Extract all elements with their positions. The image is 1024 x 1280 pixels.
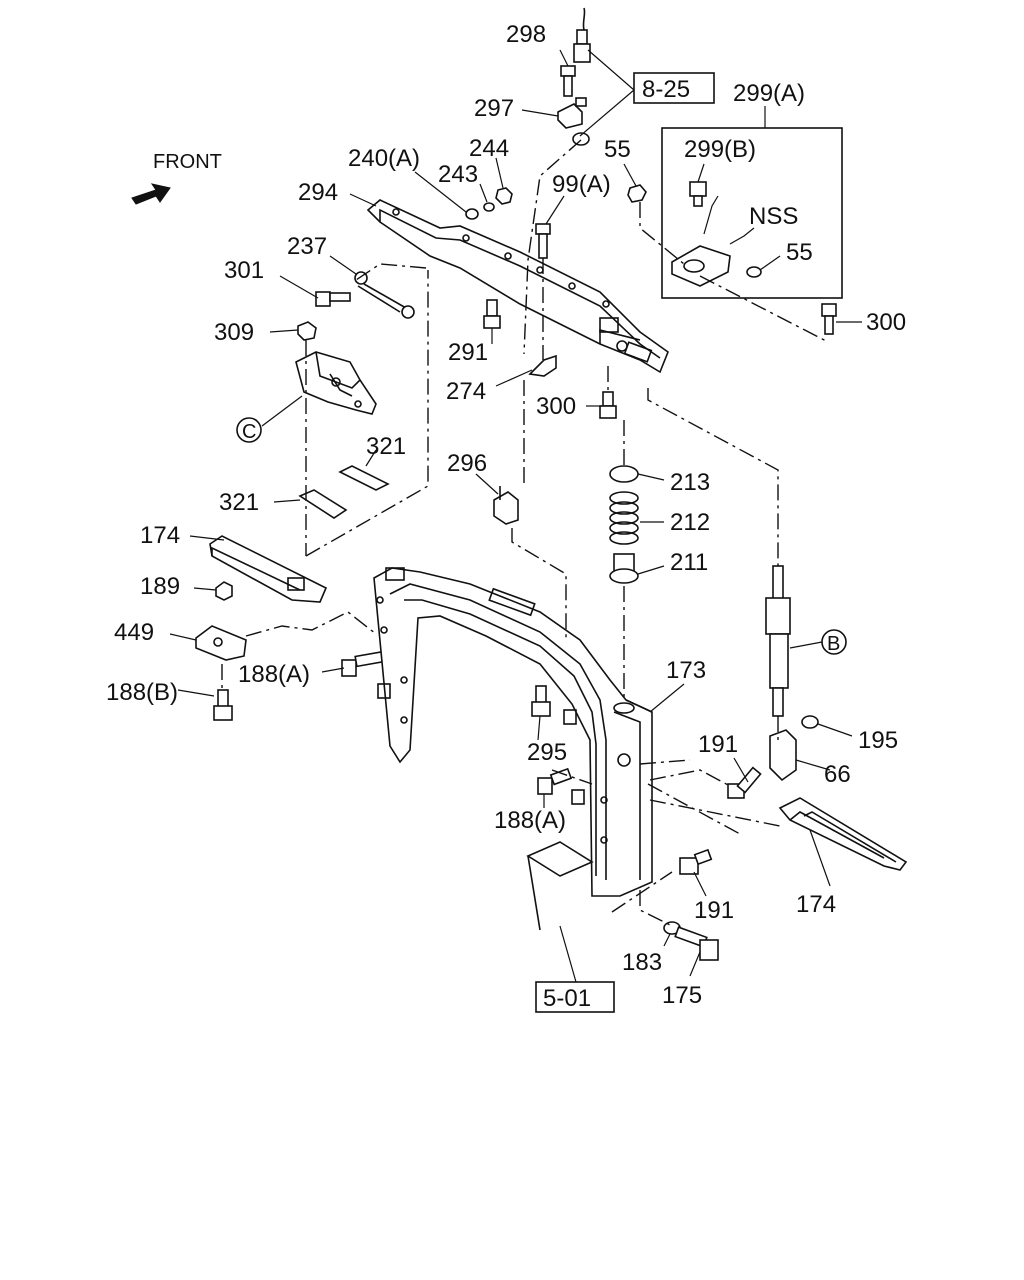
label-211: 211 [670,549,708,576]
bolt-175 [674,926,719,961]
label-240a: 240(A) [348,145,420,172]
washer-243 [483,202,495,212]
cross-member-174-right [778,797,908,871]
label-237: 237 [287,233,327,260]
label-309: 309 [214,319,254,346]
bolt-301 [315,291,351,307]
label-300-right: 300 [866,309,906,336]
label-243: 243 [438,161,478,188]
label-213: 213 [670,469,710,496]
label-191-upper: 191 [698,731,738,758]
nut-195 [801,715,819,729]
nut-55-inner [746,266,762,278]
assembly-centerlines [221,139,829,927]
cab-mount-frame-173 [373,567,653,897]
cross-member-174-left [209,535,328,603]
grommet-8-25 [572,132,590,146]
bracket-297 [557,97,587,129]
label-183: 183 [622,949,662,976]
label-191-lower: 191 [694,897,734,924]
label-244: 244 [469,135,509,162]
label-195: 195 [858,727,898,754]
label-298: 298 [506,21,546,48]
cab-latch-assembly [295,351,377,415]
label-297: 297 [474,95,514,122]
front-arrow-icon [131,183,171,205]
nut-244 [495,187,513,205]
label-295: 295 [527,739,567,766]
label-321-upper: 321 [366,433,406,460]
label-299a: 299(A) [733,80,805,107]
bolt-299b [689,181,707,207]
bolt-191-upper [727,766,762,799]
sensor-298 [573,7,591,63]
ref-box-8-25 [633,72,715,104]
label-294: 294 [298,179,338,206]
ref-b-label: B [827,633,840,655]
nut-309 [297,321,317,341]
bracket-449 [195,625,247,661]
label-296: 296 [447,450,487,477]
label-449: 449 [114,619,154,646]
bolt-300-middle [599,391,617,419]
ref-8-25-label: 8-25 [642,76,690,103]
label-301: 301 [224,257,264,284]
label-300-middle: 300 [536,393,576,420]
label-212: 212 [670,509,710,536]
spring-seat-213 [609,465,639,483]
bracket-nss [671,245,731,287]
label-188a-left: 188(A) [238,661,310,688]
bolt-191-lower [679,848,713,875]
label-188a-center: 188(A) [494,807,566,834]
bolt-298 [560,65,576,97]
bolt-188b [213,689,233,721]
bracket-66 [769,729,797,782]
label-173: 173 [666,657,706,684]
label-66: 66 [824,761,851,788]
label-321-lower: 321 [219,489,259,516]
nut-55-top [627,184,647,203]
coil-spring-212 [609,491,639,545]
ref-5-01-label: 5-01 [543,985,591,1012]
label-189: 189 [140,573,180,600]
ref-c-label: C [242,421,256,443]
label-nss: NSS [749,203,798,230]
nut-189 [215,581,233,601]
label-55-inner: 55 [786,239,813,266]
ref-circle-c [236,417,262,443]
shock-absorber [765,565,791,717]
leader-lines [169,49,862,983]
front-label: FRONT [153,151,222,173]
shim-321-upper [338,465,390,491]
label-174-left: 174 [140,522,180,549]
label-174-right: 174 [796,891,836,918]
washer-240a [465,208,479,220]
label-175: 175 [662,982,702,1009]
stopper-211 [609,553,639,584]
bolt-99a [535,223,551,259]
label-99a: 99(A) [552,171,611,198]
bracket-296 [493,486,519,525]
label-299b: 299(B) [684,136,756,163]
label-274: 274 [446,378,486,405]
bolt-295 [531,685,551,717]
rod-237 [354,271,415,319]
label-291: 291 [448,339,488,366]
bolt-291 [483,299,501,329]
bolt-188a-left [341,650,386,677]
chassis-frame-section [526,841,594,931]
ref-box-5-01 [535,981,615,1013]
assembly-299a-box [661,127,843,299]
cross-member-294 [366,199,669,374]
bolt-300-right [821,303,837,335]
shim-321-lower [298,489,348,519]
bracket-274 [528,354,557,377]
label-188b: 188(B) [106,679,178,706]
label-55-top: 55 [604,136,631,163]
bolt-188a-center [537,767,573,795]
